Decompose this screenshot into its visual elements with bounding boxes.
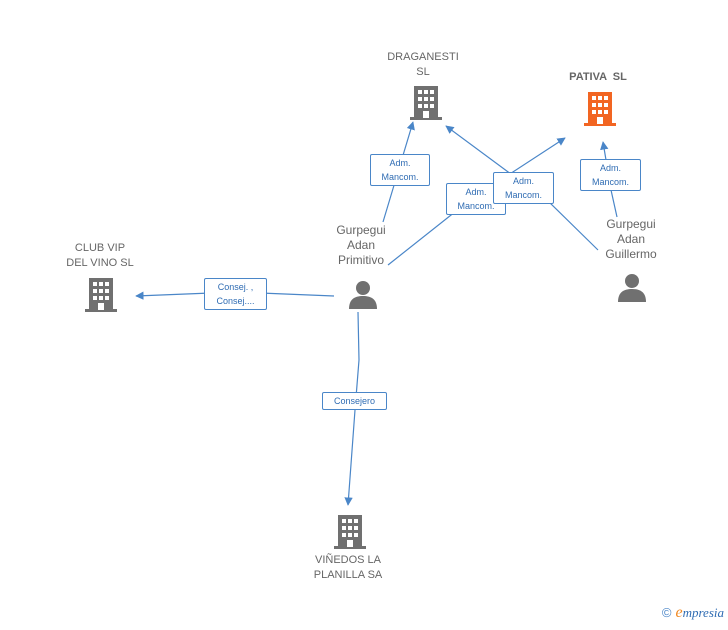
label-line: PATIVA SL	[569, 71, 627, 83]
edge-label-line: Mancom.	[504, 190, 542, 200]
person-icon[interactable]	[348, 279, 378, 309]
edge-label-guillermo-pativa[interactable]: Adm. Mancom.	[580, 159, 641, 191]
edge-label-primitivo-vinedos[interactable]: Consejero	[322, 392, 387, 410]
label-line: Guillermo	[605, 247, 657, 261]
edge-label-line: Adm.	[389, 158, 411, 168]
edge-label-line: Adm.	[512, 176, 534, 186]
label-line: CLUB VIP	[74, 242, 126, 254]
label-line: SL	[416, 66, 430, 78]
person-label-primitivo[interactable]: Gurpegui Adan Primitivo	[316, 223, 406, 268]
label-line: PLANILLA SA	[313, 569, 383, 581]
company-label-pativa[interactable]: PATIVA SL	[548, 70, 648, 85]
edge-label-line: Consejero	[333, 396, 376, 406]
brand-initial: e	[675, 604, 683, 621]
brand-name: mpresia	[682, 605, 724, 620]
label-line: DEL VINO SL	[66, 257, 134, 269]
label-line: VIÑEDOS LA	[314, 554, 382, 566]
edge-label-line: Adm.	[465, 187, 487, 197]
edge-label-primitivo-club[interactable]: Consej. , Consej....	[204, 278, 267, 310]
edge-label-line: Consej....	[216, 296, 255, 306]
edge-line-primitivo-vinedos	[344, 311, 360, 506]
building-icon[interactable]	[85, 278, 117, 312]
edge-label-guillermo-draganesti[interactable]: Adm. Mancom.	[493, 172, 554, 204]
label-line: Gurpegui	[606, 217, 656, 231]
edge-label-line: Mancom.	[381, 172, 419, 182]
edge-label-line: Adm.	[599, 163, 621, 173]
edge-label-line: Mancom.	[457, 201, 495, 211]
label-line: Gurpegui	[336, 223, 386, 237]
company-label-vinedos[interactable]: VIÑEDOS LA PLANILLA SA	[298, 553, 398, 583]
person-icon[interactable]	[617, 272, 647, 302]
building-icon[interactable]	[584, 92, 616, 126]
building-icon[interactable]	[334, 515, 366, 549]
label-line: Adan	[346, 238, 376, 252]
empresia-logo[interactable]: ©empresia	[662, 604, 724, 622]
person-label-guillermo[interactable]: Gurpegui Adan Guillermo	[586, 217, 676, 262]
edge-label-line: Mancom.	[591, 177, 629, 187]
label-line: DRAGANESTI	[387, 51, 459, 63]
label-line: Primitivo	[337, 253, 384, 267]
copyright-icon: ©	[661, 605, 672, 620]
company-label-draganesti[interactable]: DRAGANESTI SL	[373, 50, 473, 80]
building-icon[interactable]	[410, 86, 442, 120]
label-line: Adan	[616, 232, 646, 246]
edge-label-line: Consej. ,	[217, 282, 254, 292]
edge-label-primitivo-draganesti[interactable]: Adm. Mancom.	[370, 154, 430, 186]
company-label-club-vip[interactable]: CLUB VIP DEL VINO SL	[50, 241, 150, 271]
